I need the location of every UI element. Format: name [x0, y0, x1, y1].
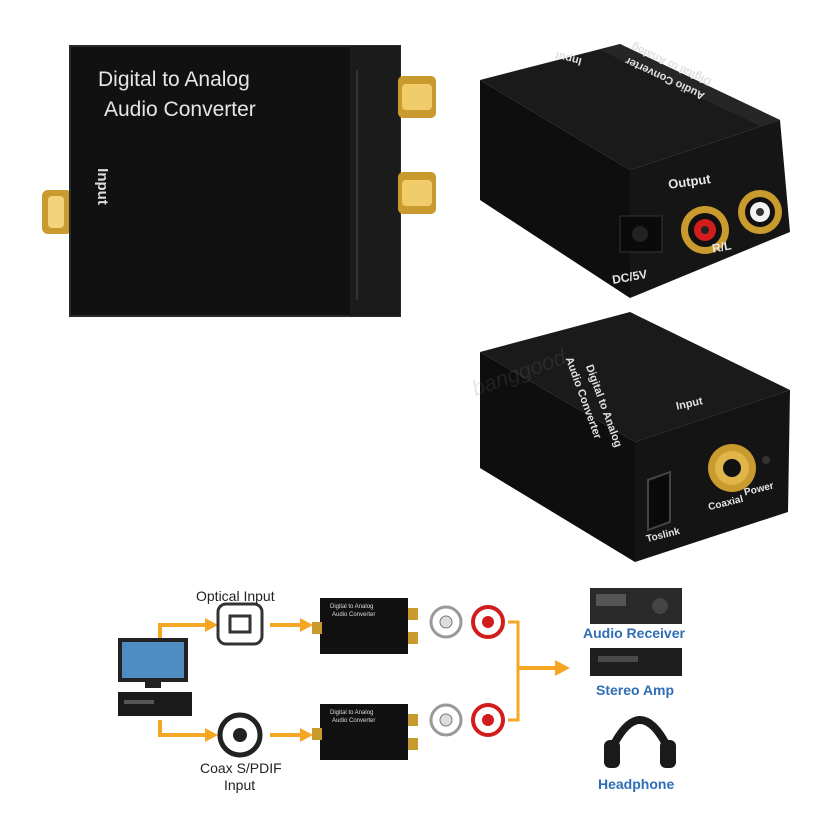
diagram-lines — [118, 588, 682, 768]
output-label-audio-receiver: Audio Receiver — [583, 625, 685, 641]
front-title-line2: Audio Converter — [104, 98, 256, 121]
connection-diagram: Optical Input Coax S/PDIF Input Digital … — [0, 580, 832, 832]
converter-input-photo — [480, 312, 790, 562]
converter-output-photo — [480, 44, 790, 298]
mini-converter-2-title2: Audio Converter — [332, 718, 376, 724]
coax-input-label-line1: Coax S/PDIF — [200, 760, 282, 776]
output-label-headphone: Headphone — [598, 776, 675, 792]
front-input-label: Input — [93, 168, 111, 205]
mini-converter-2-title1: Digital to Analog — [330, 710, 374, 716]
mini-converter-1-title2: Audio Converter — [332, 612, 376, 618]
converter-front-photo — [42, 45, 436, 317]
front-title-line1: Digital to Analog — [98, 68, 250, 91]
coax-input-label-line2: Input — [224, 777, 256, 793]
output-label-stereo-amp: Stereo Amp — [596, 682, 675, 698]
mini-converter-1-title1: Digital to Analog — [330, 604, 374, 610]
optical-input-label: Optical Input — [196, 588, 275, 604]
